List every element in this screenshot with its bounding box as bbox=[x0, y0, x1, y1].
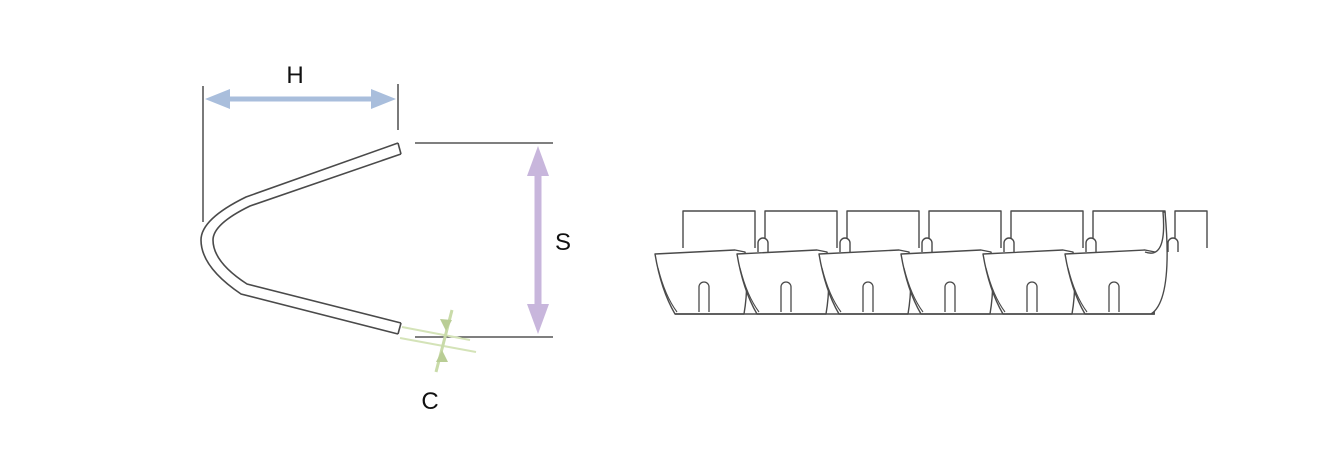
comb-back-slot bbox=[757, 237, 769, 252]
clip-profile-outer bbox=[200, 142, 399, 335]
comb-tab-fold bbox=[657, 267, 678, 313]
comb-front-slot bbox=[1108, 281, 1120, 312]
comb-back-slot bbox=[839, 237, 851, 252]
comb-back-plate bbox=[1174, 210, 1208, 248]
comb-front-slot bbox=[944, 281, 956, 312]
s-dimension-arrow bbox=[527, 146, 549, 334]
comb-back-plate bbox=[846, 210, 920, 248]
c-dimension-arrow bbox=[399, 309, 477, 373]
comb-back-plate bbox=[928, 210, 1002, 248]
comb-back-plate bbox=[1010, 210, 1084, 248]
comb-tab-fold bbox=[821, 267, 842, 313]
clip-strip-view bbox=[654, 210, 1208, 315]
comb-back-plate bbox=[1092, 210, 1166, 248]
h-label: H bbox=[286, 62, 303, 89]
s-label: S bbox=[555, 229, 571, 256]
comb-back-slot bbox=[1085, 237, 1097, 252]
comb-front-slot bbox=[1026, 281, 1038, 312]
comb-front-slot bbox=[698, 281, 710, 312]
comb-front-slot bbox=[780, 281, 792, 312]
comb-back-plate bbox=[764, 210, 838, 248]
comb-back-slot bbox=[921, 237, 933, 252]
comb-tab-fold bbox=[903, 267, 924, 313]
comb-tab-fold bbox=[985, 267, 1006, 313]
comb-end-curl bbox=[1144, 211, 1168, 315]
c-label: C bbox=[421, 388, 438, 415]
comb-tab-fold bbox=[739, 267, 760, 313]
comb-back-slot bbox=[1003, 237, 1015, 252]
comb-back-slot bbox=[1167, 237, 1179, 252]
clip-profile-view: H S C bbox=[200, 62, 571, 415]
comb-back-plate bbox=[682, 210, 756, 248]
comb-tab-fold bbox=[1067, 267, 1088, 313]
h-dimension-arrow bbox=[205, 89, 396, 109]
clip-profile-shape bbox=[200, 142, 402, 335]
clip-profile-inner bbox=[212, 153, 402, 324]
comb-front-slot bbox=[862, 281, 874, 312]
